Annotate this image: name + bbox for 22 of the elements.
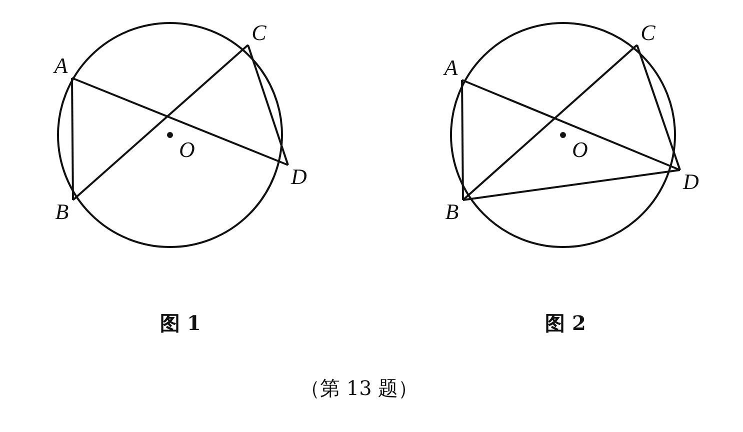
line-segment — [636, 44, 681, 170]
point-label: O — [571, 138, 589, 162]
caption: （第 13 题） — [300, 375, 418, 402]
line-segment — [247, 44, 289, 166]
point-label: B — [51, 200, 73, 224]
point-label: D — [288, 165, 310, 189]
point-label: C — [637, 21, 659, 45]
point-label: A — [50, 54, 72, 78]
point-label: O — [178, 138, 196, 162]
point-label: B — [441, 200, 463, 224]
line-segment — [72, 77, 288, 166]
line-segment — [462, 79, 680, 171]
point-label: C — [248, 21, 270, 45]
line-segment — [462, 169, 680, 201]
figure-label: 图 1 — [160, 310, 201, 337]
point-label: A — [440, 56, 462, 80]
line-segment — [71, 78, 74, 200]
line-segment — [462, 44, 638, 201]
line-segment — [461, 80, 464, 200]
figure-label: 图 2 — [545, 310, 586, 337]
line-segment — [72, 44, 249, 201]
point-label: D — [680, 170, 702, 194]
